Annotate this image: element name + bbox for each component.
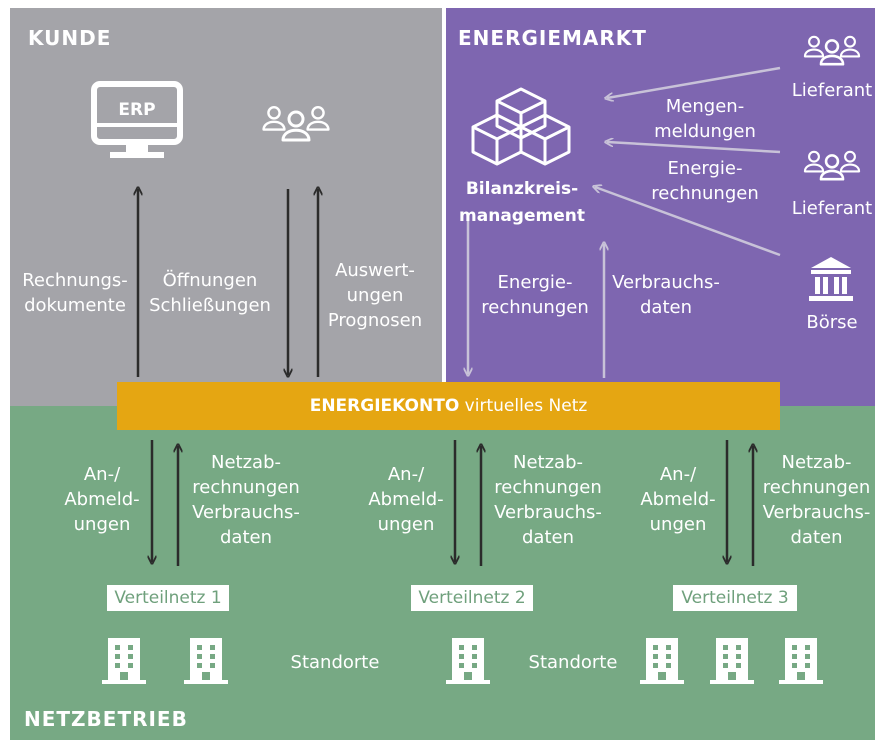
participant-boerse: Börse [806, 312, 858, 333]
participant-lieferant-1: Lieferant [791, 80, 873, 101]
label-rechnungsdokumente: Rechnungs-dokumente [22, 270, 128, 316]
label-anmeldungen-2: An-/Abmeld-ungen [368, 464, 444, 535]
monitor-icon [91, 81, 183, 158]
participant-lieferant-2: Lieferant [791, 198, 873, 219]
zone-netzbetrieb-bg [10, 406, 875, 740]
cubes-icon [471, 87, 571, 166]
arrow-boerse [595, 187, 781, 257]
zone-title-kunde: KUNDE [28, 26, 112, 50]
building-icon [102, 638, 146, 684]
building-icon [779, 638, 823, 684]
zone-kunde-bg [10, 8, 442, 406]
stock-exchange-icon [809, 257, 853, 301]
label-energierechnungen-in: Energie-rechnungen [651, 158, 759, 204]
zone-title-netzbetrieb: NETZBETRIEB [24, 707, 188, 731]
energiekonto-subtitle: virtuelles Netz [459, 396, 588, 416]
label-mengenmeldungen: Mengen-meldungen [654, 96, 756, 142]
label-anmeldungen-3: An-/Abmeld-ungen [640, 464, 716, 535]
standorte-label-1: Standorte [290, 652, 380, 673]
zone-energiemarkt-bg [446, 8, 875, 406]
label-energierechnungen-down: Energie-rechnungen [481, 272, 589, 318]
arrow-energierechnungen-in [607, 142, 781, 154]
label-verbrauchsdaten-up: Verbrauchs-daten [612, 272, 720, 318]
energiekonto-bar: ENERGIEKONTO virtuelles Netz [117, 382, 780, 430]
standorte-label-2: Standorte [528, 652, 618, 673]
energiekonto-title: ENERGIEKONTO [309, 396, 460, 416]
zone-title-energiemarkt: ENERGIEMARKT [458, 26, 647, 50]
building-icon [640, 638, 684, 684]
building-icon [710, 638, 754, 684]
verteilnetz-2-label: Verteilnetz 2 [411, 585, 533, 611]
bilanzkreis-label: Bilanzkreis-management [459, 179, 585, 226]
verteilnetz-1-label: Verteilnetz 1 [107, 585, 229, 611]
building-icon [446, 638, 490, 684]
building-icon [184, 638, 228, 684]
label-anmeldungen-1: An-/Abmeld-ungen [64, 464, 140, 535]
verteilnetz-3-label: Verteilnetz 3 [673, 585, 797, 611]
arrow-mengenmeldungen [607, 66, 781, 98]
erp-label: ERP [118, 100, 156, 120]
